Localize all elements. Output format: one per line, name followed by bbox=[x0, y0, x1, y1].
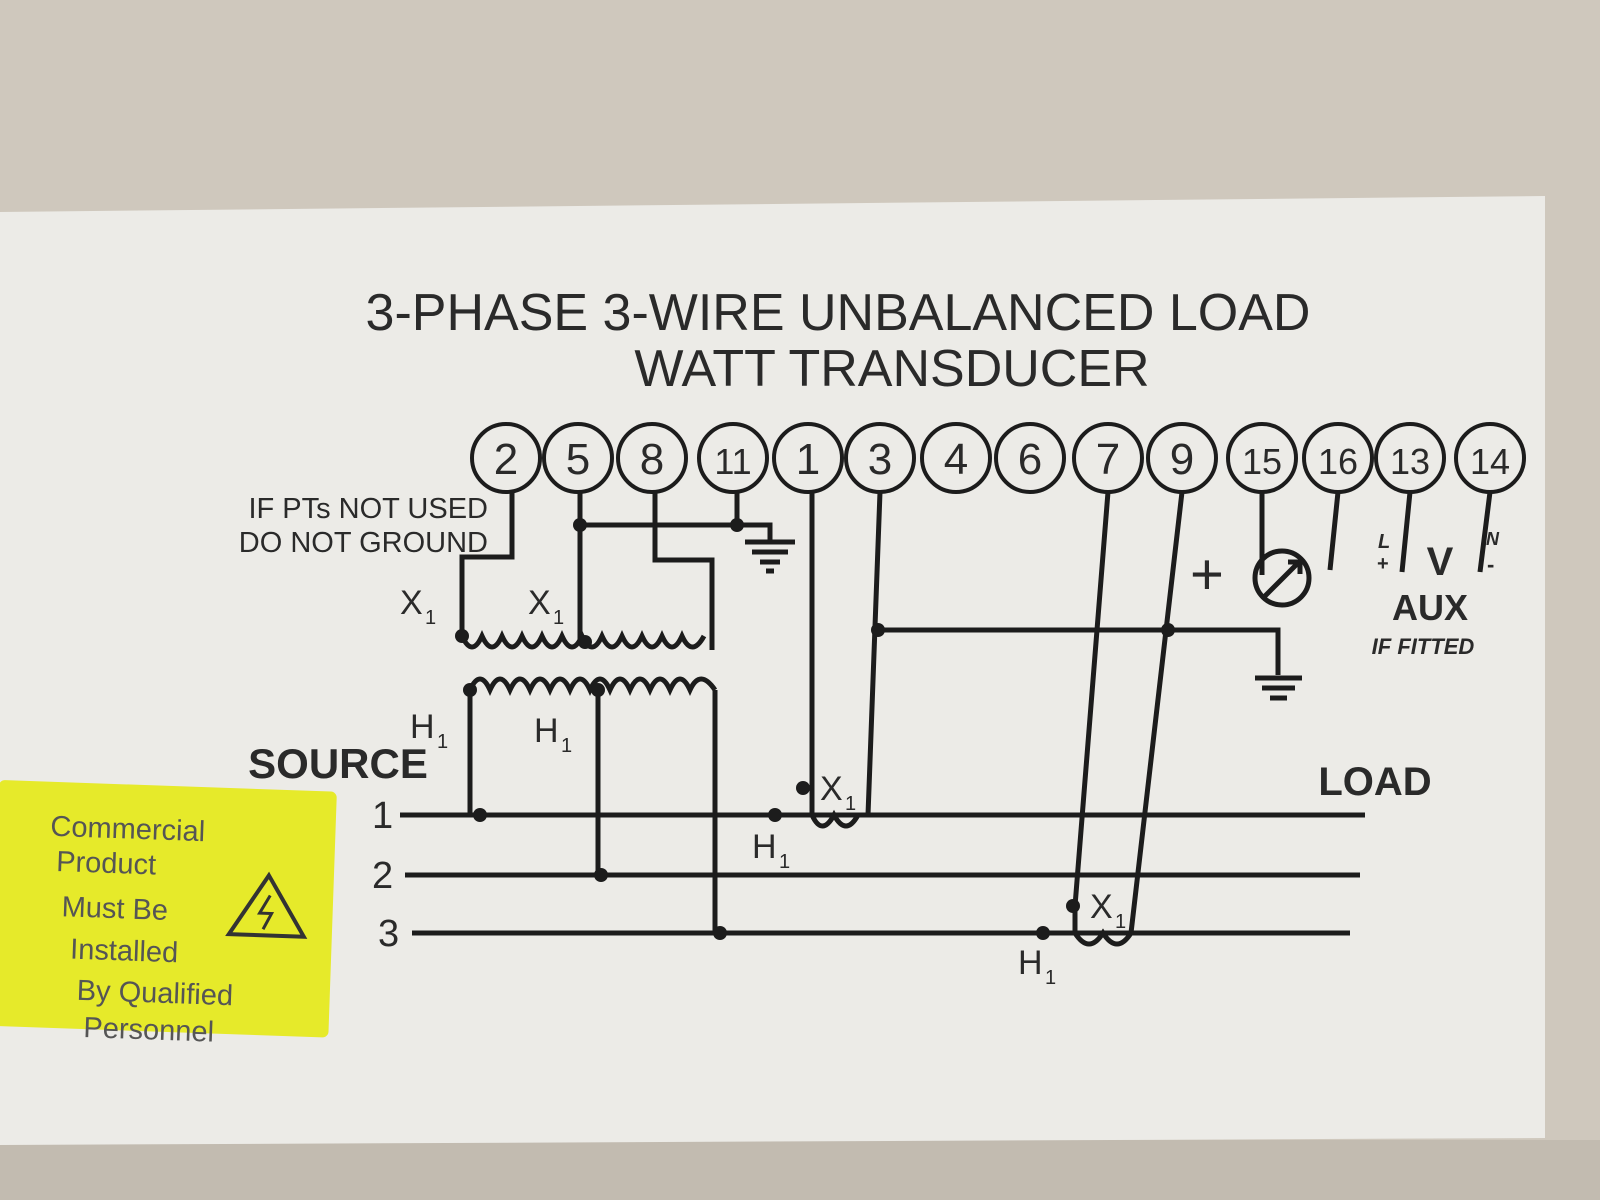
svg-text:H: H bbox=[752, 828, 777, 866]
wiring bbox=[400, 491, 1493, 947]
ground-icon bbox=[745, 539, 795, 574]
load-label: LOAD bbox=[1318, 760, 1431, 804]
terminal-number: 6 bbox=[1018, 435, 1042, 484]
aux-v-label: V bbox=[1427, 540, 1454, 584]
terminal-number: 9 bbox=[1170, 435, 1194, 484]
source-label: SOURCE bbox=[248, 740, 428, 787]
aux-n-label: N bbox=[1486, 529, 1500, 549]
plus-label: + bbox=[1190, 542, 1224, 607]
terminal-number: 15 bbox=[1242, 441, 1282, 482]
aux-plus-label: + bbox=[1377, 553, 1389, 575]
ground-icon-2 bbox=[1255, 675, 1302, 701]
terminal-13: 13 bbox=[1374, 422, 1446, 494]
svg-text:1: 1 bbox=[425, 607, 436, 629]
terminal-number: 4 bbox=[944, 435, 968, 484]
terminal-number: 11 bbox=[714, 441, 751, 482]
terminal-number: 13 bbox=[1390, 441, 1430, 482]
svg-text:1: 1 bbox=[1115, 911, 1126, 933]
title-line-1: 3-PHASE 3-WIRE UNBALANCED LOAD bbox=[366, 284, 1311, 342]
terminal-2: 2 bbox=[470, 422, 542, 494]
terminal-number: 3 bbox=[868, 435, 892, 484]
terminal-14: 14 bbox=[1454, 422, 1526, 494]
terminal-4: 4 bbox=[920, 422, 992, 494]
svg-text:1: 1 bbox=[1045, 967, 1056, 989]
svg-text:H: H bbox=[410, 708, 435, 746]
aux-l-label: L bbox=[1378, 531, 1390, 553]
terminal-8: 8 bbox=[616, 422, 688, 494]
svg-text:1: 1 bbox=[845, 793, 856, 815]
sticker-text-line: By Qualified bbox=[76, 975, 233, 1012]
terminal-number: 16 bbox=[1318, 441, 1358, 482]
aux-minus-label: - bbox=[1487, 552, 1494, 577]
aux-label: AUX bbox=[1392, 587, 1468, 628]
enclosure-edge bbox=[0, 1140, 1600, 1200]
sticker-text-line: Must Be bbox=[61, 891, 168, 927]
svg-text:X: X bbox=[820, 770, 843, 808]
sticker-text-line: Installed bbox=[70, 934, 179, 970]
sticker-text-line: Commercial bbox=[50, 811, 206, 848]
pt-primary-coil bbox=[467, 676, 718, 697]
terminal-number: 1 bbox=[796, 435, 820, 484]
aux-if-fitted-label: IF FITTED bbox=[1372, 634, 1475, 659]
svg-text:H: H bbox=[1018, 944, 1043, 982]
terminal-number: 5 bbox=[566, 435, 590, 484]
sticker-text-line: Product bbox=[56, 846, 157, 881]
svg-text:X: X bbox=[400, 584, 423, 622]
svg-text:1: 1 bbox=[553, 607, 564, 629]
electrical-hazard-warning-icon bbox=[225, 871, 308, 939]
svg-text:X: X bbox=[528, 584, 551, 622]
svg-text:1: 1 bbox=[779, 851, 790, 873]
svg-text:H: H bbox=[534, 712, 559, 750]
svg-text:1: 1 bbox=[437, 731, 448, 753]
meter-icon bbox=[1252, 548, 1312, 608]
title-line-2: WATT TRANSDUCER bbox=[634, 340, 1149, 398]
terminal-number: 2 bbox=[494, 435, 518, 484]
terminal-number: 8 bbox=[640, 435, 664, 484]
terminal-7: 7 bbox=[1072, 422, 1144, 494]
terminal-11: 11 bbox=[697, 422, 769, 494]
terminal-number: 7 bbox=[1096, 435, 1120, 484]
meter-arrow-icon bbox=[1263, 559, 1303, 598]
line-3-label: 3 bbox=[378, 913, 399, 955]
pt-note-line-1: IF PTs NOT USED bbox=[248, 493, 488, 525]
terminal-6: 6 bbox=[994, 422, 1066, 494]
pt-note-line-2: DO NOT GROUND bbox=[239, 527, 488, 559]
svg-text:1: 1 bbox=[561, 735, 572, 757]
line-1-label: 1 bbox=[372, 795, 393, 837]
terminal-number: 14 bbox=[1470, 441, 1510, 482]
terminal-1: 1 bbox=[772, 422, 844, 494]
source-lines bbox=[400, 812, 1365, 936]
sticker-text-line: Personnel bbox=[83, 1012, 215, 1049]
svg-text:X: X bbox=[1090, 888, 1113, 926]
line-2-label: 2 bbox=[372, 855, 393, 897]
